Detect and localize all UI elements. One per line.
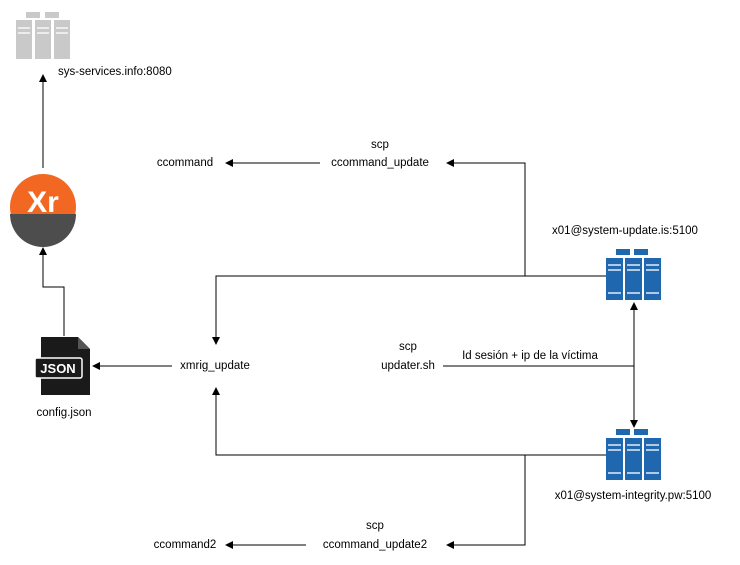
edge-updateserver-to-xmrigupdate [212,275,606,345]
integrity-server-label: x01@system-integrity.pw:5100 [554,490,712,502]
edge-config-to-xmrig [39,247,65,336]
edge-integrityserver-to-xmrigupdate [212,387,606,456]
ccommand-label: ccommand [156,157,214,169]
json-file-icon: JSON [34,337,90,395]
updater-sh-label: updater.sh [381,360,435,372]
edge-updateserver-to-ccommandupdate [446,159,526,276]
c2-server-label: sys-services.info:8080 [58,66,172,78]
xmrig-logo-icon: Xr [10,174,76,247]
config-json-label: config.json [36,407,92,419]
blue-server-rack-icon [606,429,661,480]
xmrig-update-label: xmrig_update [180,360,250,372]
session-info-label: Id sesión + ip de la víctima [462,350,598,362]
ccommand-update-label: ccommand_update [331,157,429,169]
update-server-label: x01@system-update.is:5100 [552,225,698,237]
scp-label-middle: scp [399,341,417,353]
scp-label-top: scp [371,139,389,151]
ccommand-update2-label: ccommand_update2 [322,539,428,551]
xmrig-logo-text: Xr [27,186,59,219]
edge-integrityserver-to-ccommandupdate2 [446,455,526,549]
ccommand2-label: ccommand2 [153,539,217,551]
scp-label-bottom: scp [366,520,384,532]
blue-server-rack-icon [606,249,661,300]
gray-server-rack-icon [16,12,70,59]
json-icon-text: JSON [40,361,75,376]
